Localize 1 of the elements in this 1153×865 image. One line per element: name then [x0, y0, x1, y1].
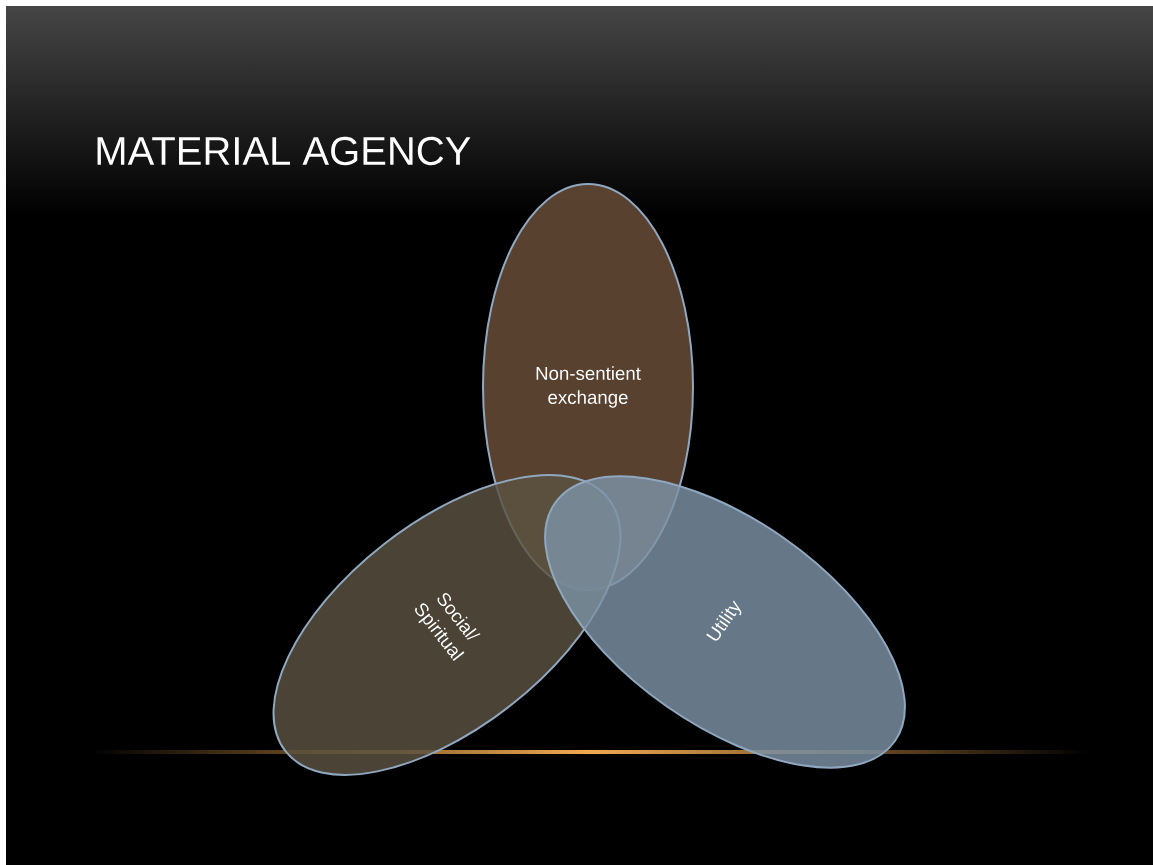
slide-title: MATERIAL AGENCY [97, 136, 471, 166]
